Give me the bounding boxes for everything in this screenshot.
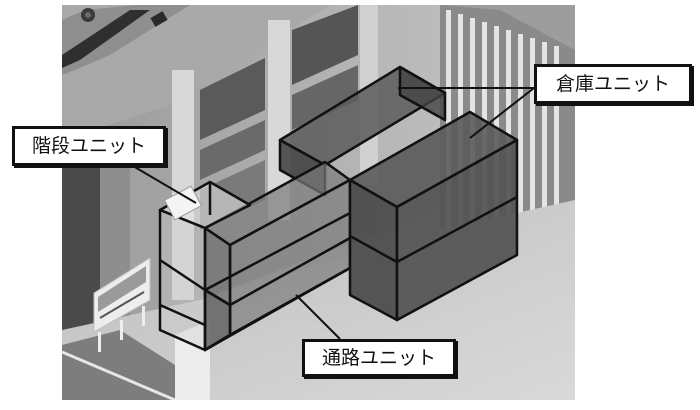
corridor-unit-label: 通路ユニット — [302, 339, 456, 377]
corridor-unit-label-text: 通路ユニット — [321, 346, 436, 369]
leader-line-corridor — [295, 294, 341, 340]
leader-line-stairs — [132, 165, 197, 204]
billboard — [93, 257, 151, 352]
corridor-unit — [203, 160, 352, 352]
leader-line-storage-front — [469, 87, 535, 139]
leader-lines — [132, 87, 535, 340]
storage-unit-label-text: 倉庫ユニット — [555, 72, 670, 95]
stairs-unit-label-text: 階段ユニット — [31, 134, 146, 157]
storage-unit-label: 倉庫ユニット — [534, 64, 692, 104]
stairs-unit — [158, 180, 252, 352]
stairs-unit-label: 階段ユニット — [12, 126, 166, 166]
storage-unit-front — [348, 110, 519, 322]
